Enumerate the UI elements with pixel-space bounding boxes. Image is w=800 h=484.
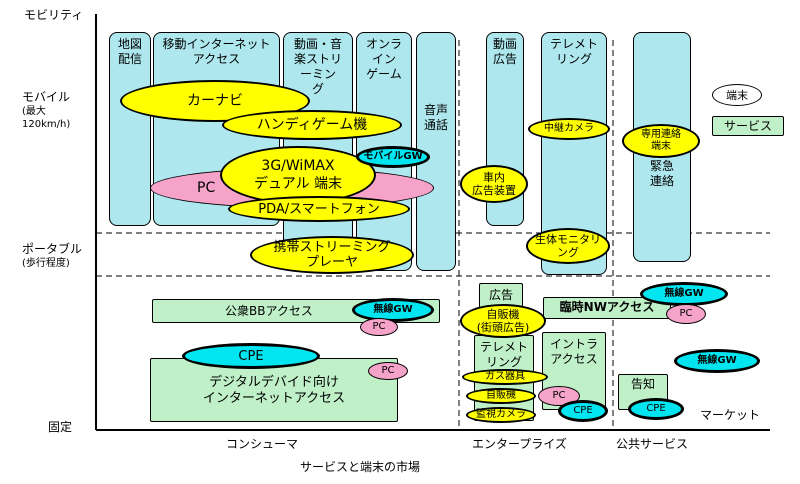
terminal-surveillance-camera: 監視カメラ (466, 407, 536, 423)
terminal-wireless-gw-public-top: 無線GW (640, 282, 728, 306)
terminal-cpe-enterprise: CPE (558, 400, 608, 422)
service-digital-divide-access: デジタルデバイド向け インターネットアクセス (150, 358, 398, 422)
terminal-3g-wimax-dual: 3G/WiMAX デュアル 端末 (220, 146, 376, 204)
y-axis-mobile-sub2: 120km/h) (22, 119, 71, 130)
terminal-pc-consumer: PC (360, 318, 398, 336)
terminal-vending-machine: 自販機 (466, 388, 536, 404)
terminal-handy-game: ハンディゲーム機 (222, 110, 402, 140)
terminal-dedicated-contact: 専用連絡 端末 (622, 124, 700, 158)
column-map-delivery: 地図 配信 (109, 32, 151, 226)
y-axis-mobile-sub1: (最大 (22, 106, 46, 117)
legend-terminal: 端末 (712, 84, 762, 106)
y-axis-portable-label: ポータブル (22, 242, 83, 256)
terminal-in-car-ad: 車内 広告装置 (460, 165, 528, 203)
x-axis-consumer-label: コンシューマ (226, 437, 299, 451)
terminal-cpe-public: CPE (628, 398, 684, 420)
x-axis-title: サービスと端末の市場 (300, 460, 421, 474)
terminal-pda-smartphone: PDA/スマートフォン (228, 196, 410, 222)
x-axis-public-label: 公共サービス (616, 437, 689, 451)
y-axis-fixed-label: 固定 (48, 420, 73, 434)
terminal-gas-appliance: ガス器具 (462, 369, 548, 385)
x-axis-market-label: マーケット (700, 408, 761, 422)
y-axis-portable-sub: (歩行程度) (22, 258, 70, 269)
x-axis-enterprise-label: エンタープライズ (472, 437, 567, 451)
terminal-cpe-consumer: CPE (182, 343, 320, 369)
terminal-vending-street-ad: 自販機 (街頭広告) (460, 304, 546, 338)
service-temporary-nw-access: 臨時NWアクセス (543, 297, 671, 319)
terminal-relay-camera: 中継カメラ (528, 118, 610, 140)
terminal-wireless-gw-public-right: 無線GW (674, 349, 760, 373)
terminal-streaming-player: 携帯ストリーミング プレーヤ (250, 236, 414, 274)
legend-service: サービス (712, 116, 784, 136)
terminal-mobile-gw: モバイルGW (356, 146, 430, 168)
terminal-wireless-gw-consumer: 無線GW (352, 298, 434, 322)
terminal-pc-public: PC (666, 304, 706, 324)
y-axis-mobile-label: モバイル (22, 90, 71, 104)
terminal-bio-monitoring: 生体モニタリ ング (526, 228, 610, 264)
terminal-pc-digital-divide: PC (368, 362, 408, 380)
y-axis-top-label: モビリティ (24, 8, 84, 22)
